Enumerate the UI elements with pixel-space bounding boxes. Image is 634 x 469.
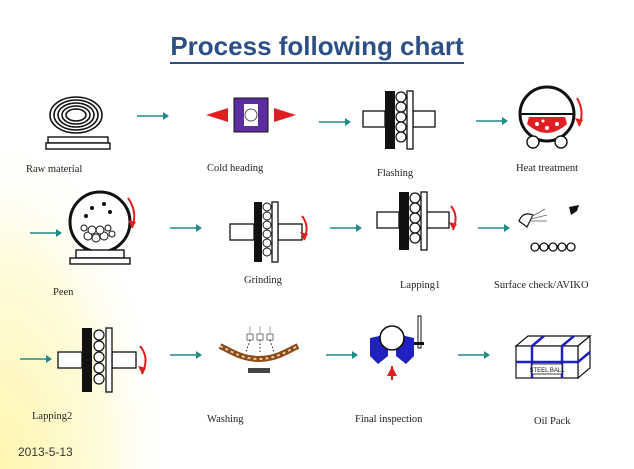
box-label: STEEL BALL: [529, 368, 565, 374]
camera-inspection-icon: [518, 205, 579, 252]
flashing-plates-icon: [362, 90, 436, 150]
step-label-raw-material: Raw material: [26, 164, 83, 175]
peen-drum-icon: [68, 190, 136, 265]
slide-date: 2013-5-13: [18, 445, 73, 459]
magnifier-inspection-icon: [370, 315, 424, 380]
flow-arrow: [330, 224, 362, 232]
flow-arrow: [170, 224, 202, 232]
flow-arrow: [476, 117, 508, 125]
step-label-washing: Washing: [207, 414, 244, 425]
flow-arrow: [170, 351, 202, 359]
flow-arrow: [30, 229, 62, 237]
lapping-plates-icon: [57, 327, 147, 393]
lapping-plates-icon: [376, 191, 457, 251]
flow-arrow: [326, 351, 358, 359]
furnace-drum-icon: [518, 85, 583, 149]
flow-arrow: [319, 118, 351, 126]
page-title: Process following chart: [0, 31, 634, 64]
step-label-surface-check: Surface check/AVIKO: [494, 280, 589, 291]
coil-icon: [45, 96, 111, 150]
grinding-plates-icon: [229, 201, 308, 263]
cold-heading-die-icon: [206, 97, 296, 133]
flow-arrow: [137, 112, 169, 120]
washing-conveyor-icon: [218, 326, 300, 373]
step-label-grinding: Grinding: [244, 275, 282, 286]
step-label-oil-pack: Oil Pack: [534, 416, 571, 427]
step-label-heat-treatment: Heat treatment: [516, 163, 579, 174]
flow-arrow: [458, 351, 490, 359]
step-label-lapping1: Lapping1: [400, 280, 441, 291]
step-label-final-inspection: Final inspection: [355, 414, 423, 425]
flow-arrow: [478, 224, 510, 232]
flow-arrow: [20, 355, 52, 363]
steel-ball-box-icon: STEEL BALL: [514, 334, 592, 380]
step-label-flashing: Flashing: [377, 168, 414, 179]
step-label-lapping2: Lapping2: [32, 411, 73, 422]
step-label-peen: Peen: [53, 287, 74, 298]
step-label-cold-heading: Cold heading: [207, 163, 264, 174]
